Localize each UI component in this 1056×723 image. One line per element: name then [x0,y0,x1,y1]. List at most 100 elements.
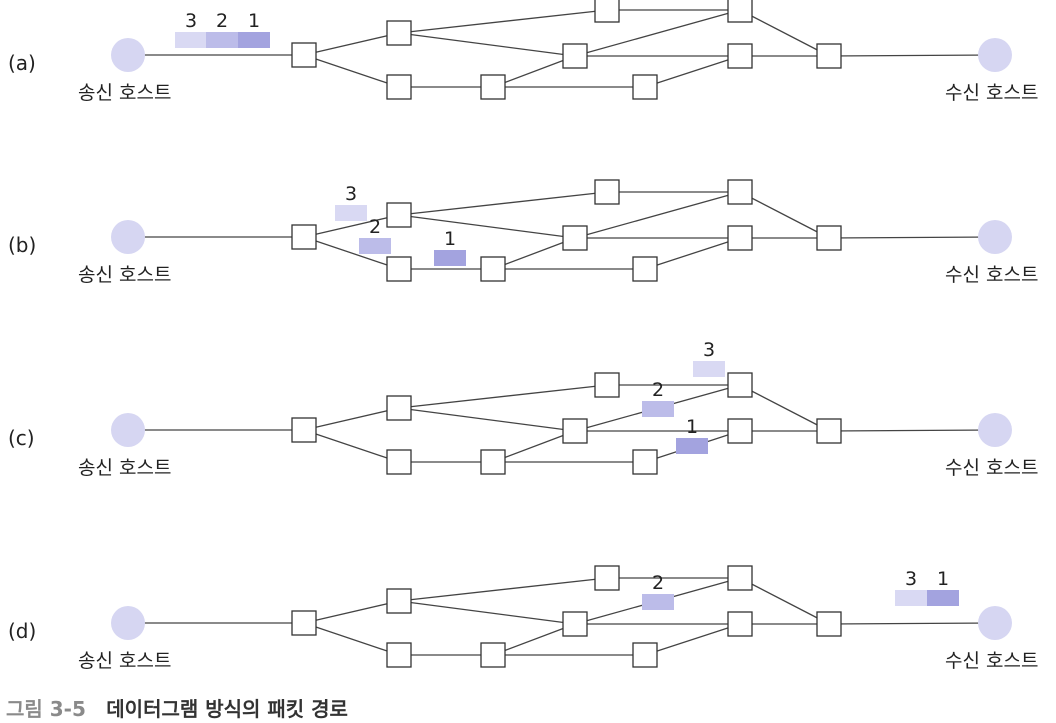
link-r7-r10 [739,384,830,432]
router-node-r9 [632,642,658,668]
packet-label: 3 [185,10,197,32]
link-r5-r7 [574,9,741,57]
link-r9-r8 [644,237,741,270]
sender-label: 송신 호스트 [78,650,171,672]
packet-label: 1 [686,416,698,438]
sender-host-node [111,220,145,254]
sender-host-node [111,38,145,72]
link-r4-r5 [492,237,576,270]
router-node-r3 [386,74,412,100]
router-node-r2 [386,395,412,421]
receiver-label: 수신 호스트 [945,264,1038,286]
router-node-r10 [816,43,842,69]
link-r7-r10 [739,577,830,625]
packet-2 [642,401,674,417]
panel-tag: (b) [8,233,36,257]
router-node-r4 [480,74,506,100]
link-r2-r5 [398,407,576,432]
link-r2-r6 [398,191,608,216]
router-node-r8 [727,225,753,251]
router-node-r7 [727,372,753,398]
link-r2-r5 [398,600,576,625]
router-node-r3 [386,256,412,282]
router-node-r2 [386,20,412,46]
router-node-r9 [632,449,658,475]
link-r1-r2 [303,214,400,238]
link-r4-r5 [492,55,576,88]
panel-tag: (c) [8,426,35,450]
packet-2 [206,32,238,48]
link-r1-r3 [303,236,400,270]
packet-label: 3 [703,339,715,361]
router-node-r5 [562,418,588,444]
sender-label: 송신 호스트 [78,457,171,479]
sender-label: 송신 호스트 [78,82,171,104]
packet-3 [693,361,725,377]
router-node-r4 [480,449,506,475]
link-r4-r5 [492,430,576,463]
router-node-r6 [594,0,620,23]
packet-label: 2 [652,572,664,594]
receiver-host-node [978,413,1012,447]
receiver-host-node [978,220,1012,254]
receiver-label: 수신 호스트 [945,457,1038,479]
router-node-r4 [480,642,506,668]
link-r4-r5 [492,623,576,656]
link-r2-r5 [398,32,576,57]
packet-1 [927,590,959,606]
router-node-r5 [562,43,588,69]
link-r2-r6 [398,9,608,34]
link-r2-r6 [398,577,608,602]
router-node-r8 [727,418,753,444]
packet-label: 2 [216,10,228,32]
figure-caption: 그림 3-5 데이터그램 방식의 패킷 경로 [6,693,348,722]
packet-1 [676,438,708,454]
router-node-r1 [291,224,317,250]
link-r10-R [828,429,996,432]
caption-number: 그림 3-5 [6,697,86,721]
packet-2 [642,594,674,610]
router-node-r10 [816,611,842,637]
router-node-r10 [816,418,842,444]
panel-tag: (d) [8,619,36,643]
router-node-r6 [594,372,620,398]
router-node-r9 [632,256,658,282]
receiver-host-node [978,38,1012,72]
sender-label: 송신 호스트 [78,264,171,286]
packet-3 [895,590,927,606]
router-node-r9 [632,74,658,100]
router-node-r3 [386,642,412,668]
packet-label: 2 [369,216,381,238]
link-r10-R [828,622,996,625]
link-r7-r10 [739,9,830,57]
link-r1-r3 [303,54,400,88]
panel-1: (b) 송신 호스트 수신 호스트 32 1 [8,179,1038,286]
packet-label: 3 [345,183,357,205]
packet-label: 1 [937,568,949,590]
link-r1-r3 [303,622,400,656]
packet-3 [335,205,367,221]
router-node-r7 [727,179,753,205]
link-r7-r10 [739,191,830,239]
router-node-r5 [562,225,588,251]
link-r9-r8 [644,623,741,656]
router-node-r3 [386,449,412,475]
link-r2-r6 [398,384,608,409]
receiver-label: 수신 호스트 [945,82,1038,104]
sender-host-node [111,606,145,640]
packet-3 [175,32,207,48]
packet-label: 1 [444,228,456,250]
packet-label: 3 [905,568,917,590]
router-node-r6 [594,179,620,205]
link-r5-r7 [574,191,741,239]
packet-1 [238,32,270,48]
sender-host-node [111,413,145,447]
router-node-r5 [562,611,588,637]
link-r1-r2 [303,407,400,431]
router-node-r1 [291,417,317,443]
link-r10-R [828,236,996,239]
packet-2 [359,238,391,254]
